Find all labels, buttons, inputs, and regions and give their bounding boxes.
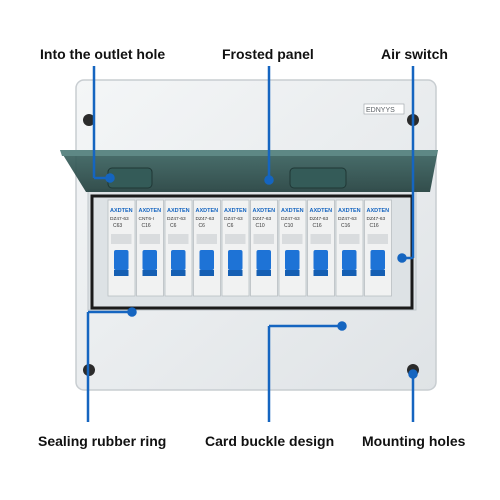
breaker-toggle xyxy=(228,250,243,270)
breaker-model: DZ47-63 xyxy=(367,216,386,222)
breaker-brand: AXDTEN xyxy=(367,208,390,214)
breaker-row: AXDTENDZ47-63C63AXDTENCNT6-IC16AXDTENDZ4… xyxy=(107,199,392,297)
breaker-rating: C16 xyxy=(313,223,322,229)
box-stamp: EDNYYS xyxy=(366,107,395,114)
breaker-model: CNT6-I xyxy=(139,216,154,222)
breaker-rating: C6 xyxy=(227,223,234,229)
breaker-rating: C10 xyxy=(284,223,293,229)
label-outlet-hole: Into the outlet hole xyxy=(40,46,166,62)
breaker-model: DZ47-63 xyxy=(281,216,300,222)
label-card-buckle: Card buckle design xyxy=(205,433,335,449)
breaker-toggle xyxy=(285,250,300,270)
label-sealing-ring: Sealing rubber ring xyxy=(38,433,167,449)
breaker-model: DZ47-63 xyxy=(338,216,357,222)
breaker-toggle xyxy=(142,250,157,270)
breaker-rating: C16 xyxy=(370,223,379,229)
breaker-toggle xyxy=(342,250,357,270)
frosted-panel xyxy=(60,150,438,192)
breaker-brand: AXDTEN xyxy=(139,208,162,214)
breaker-rating: C63 xyxy=(113,223,122,229)
breaker-model: DZ47-63 xyxy=(224,216,243,222)
breaker-brand: AXDTEN xyxy=(110,208,133,214)
label-air-switch: Air switch xyxy=(381,46,448,62)
breaker-toggle xyxy=(313,250,328,270)
breaker-toggle xyxy=(171,250,186,270)
breaker-brand: AXDTEN xyxy=(224,208,247,214)
breaker-model: DZ47-63 xyxy=(167,216,186,222)
label-frosted-panel: Frosted panel xyxy=(222,46,314,62)
breaker-toggle xyxy=(199,250,214,270)
breaker-brand: AXDTEN xyxy=(253,208,276,214)
breaker-brand: AXDTEN xyxy=(196,208,219,214)
breaker-brand: AXDTEN xyxy=(281,208,304,214)
breaker-rating: C6 xyxy=(199,223,206,229)
breaker-model: DZ47-63 xyxy=(110,216,129,222)
breaker-rating: C10 xyxy=(256,223,265,229)
breaker-rating: C16 xyxy=(142,223,151,229)
label-mounting-holes: Mounting holes xyxy=(362,433,466,449)
breaker-brand: AXDTEN xyxy=(338,208,361,214)
breaker-brand: AXDTEN xyxy=(310,208,333,214)
breaker-toggle xyxy=(370,250,385,270)
breaker-model: DZ47-63 xyxy=(253,216,272,222)
mounting-hole xyxy=(83,114,95,126)
breaker-toggle xyxy=(114,250,129,270)
breaker-rating: C6 xyxy=(170,223,177,229)
breaker-rating: C16 xyxy=(341,223,350,229)
breaker-toggle xyxy=(256,250,271,270)
breaker-model: DZ47-63 xyxy=(196,216,215,222)
breaker-model: DZ47-63 xyxy=(310,216,329,222)
breaker-brand: AXDTEN xyxy=(167,208,190,214)
callout-lines xyxy=(86,66,418,422)
